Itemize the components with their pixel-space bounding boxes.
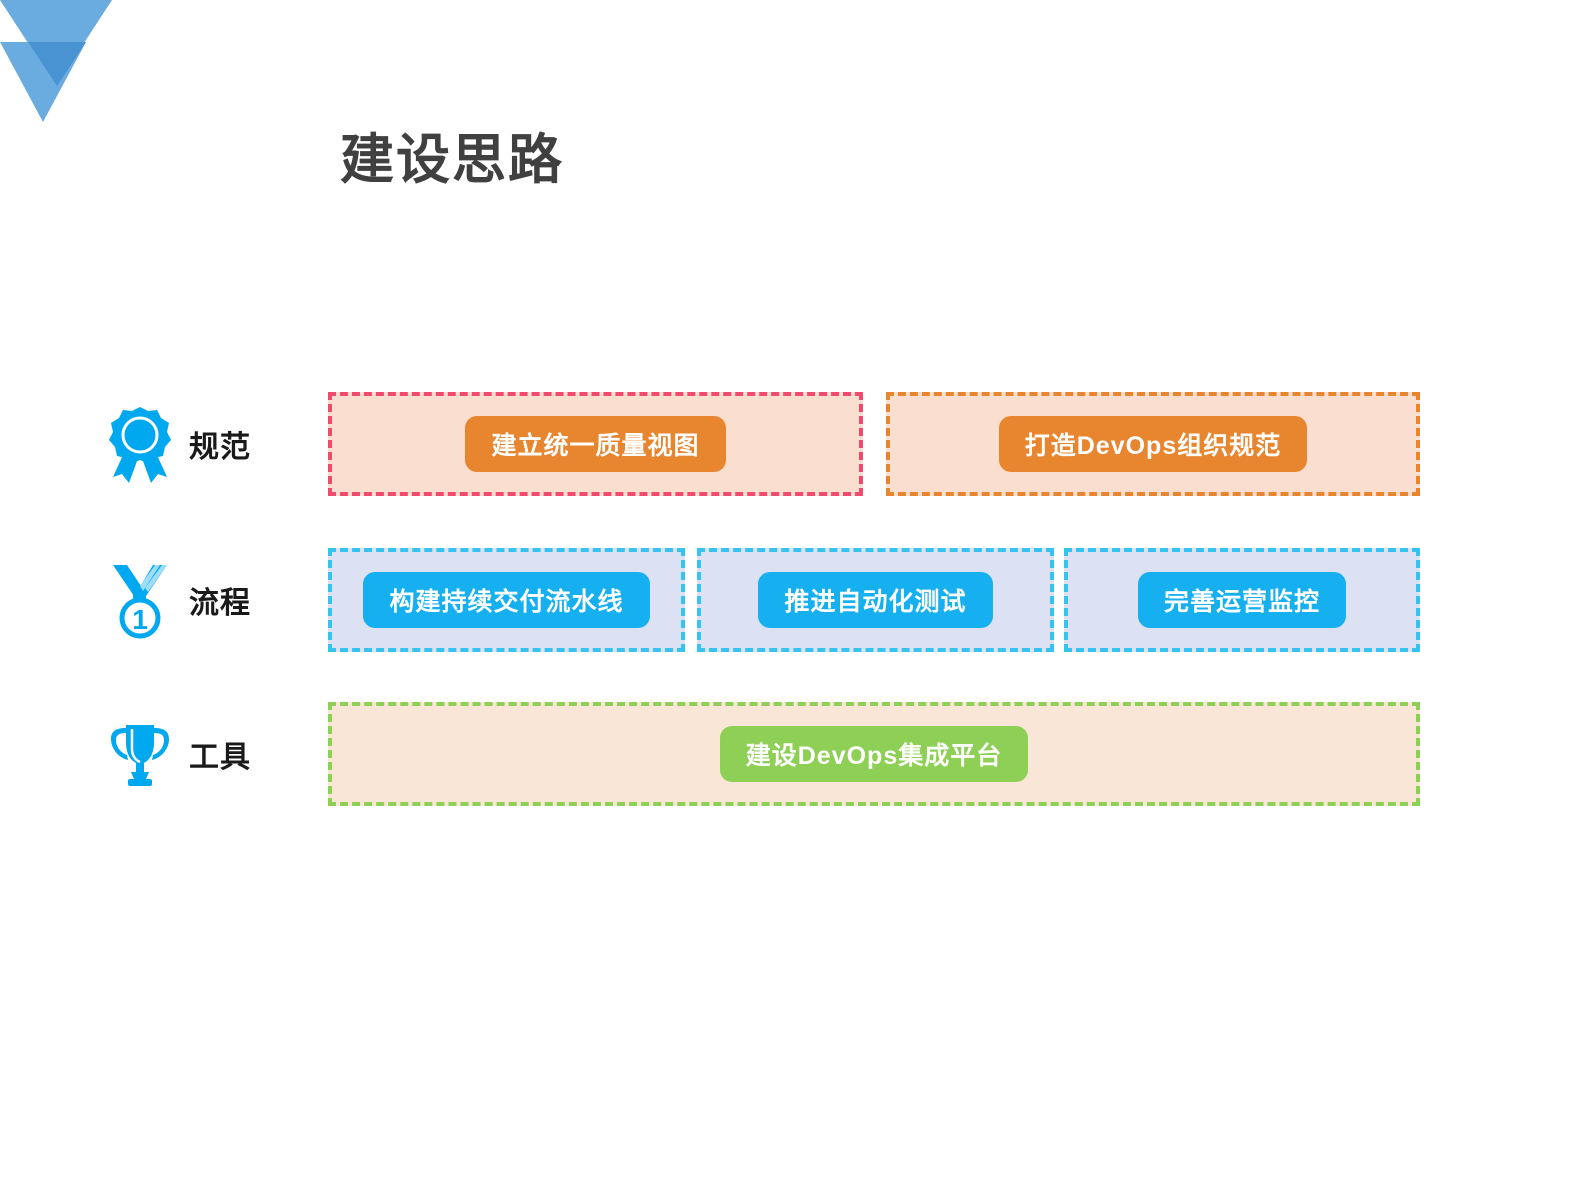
group-pink[interactable]: 建立统一质量视图: [328, 392, 863, 496]
row-label-process: 1 流程: [105, 548, 251, 652]
row-tools: 工具 建设DevOps集成平台: [0, 702, 1587, 806]
group-green[interactable]: 建设DevOps集成平台: [328, 702, 1420, 806]
pill-devops-integration-platform[interactable]: 建设DevOps集成平台: [719, 726, 1029, 782]
group-cyan-1[interactable]: 构建持续交付流水线: [328, 548, 685, 652]
group-orange[interactable]: 打造DevOps组织规范: [886, 392, 1420, 496]
row-label-tools: 工具: [105, 702, 251, 806]
row-label-text: 流程: [189, 587, 251, 620]
page-title: 建设思路: [340, 130, 564, 190]
row-label-text: 规范: [189, 431, 251, 464]
trophy-icon: [105, 715, 175, 793]
pill-operations-monitoring[interactable]: 完善运营监控: [1137, 572, 1346, 628]
pill-build-unified-quality-view[interactable]: 建立统一质量视图: [465, 416, 726, 472]
group-cyan-2[interactable]: 推进自动化测试: [697, 548, 1054, 652]
double-triangle-logo: [0, 0, 132, 122]
pill-automated-testing[interactable]: 推进自动化测试: [758, 572, 993, 628]
row-label-standards: 1 规范: [105, 392, 251, 496]
pill-continuous-delivery-pipeline[interactable]: 构建持续交付流水线: [363, 572, 650, 628]
row-standards: 1 规范 建立统一质量视图 打造DevOps组织规范: [0, 392, 1587, 496]
row-process: 1 流程 构建持续交付流水线 推进自动化测试 完善运营监控: [0, 548, 1587, 652]
medal-icon: 1: [105, 561, 175, 639]
svg-text:1: 1: [132, 422, 147, 452]
row-label-text: 工具: [189, 741, 251, 774]
pill-devops-org-standards[interactable]: 打造DevOps组织规范: [998, 416, 1308, 472]
group-cyan-3[interactable]: 完善运营监控: [1064, 548, 1420, 652]
svg-text:1: 1: [132, 604, 148, 635]
award-ribbon-icon: 1: [105, 405, 175, 483]
